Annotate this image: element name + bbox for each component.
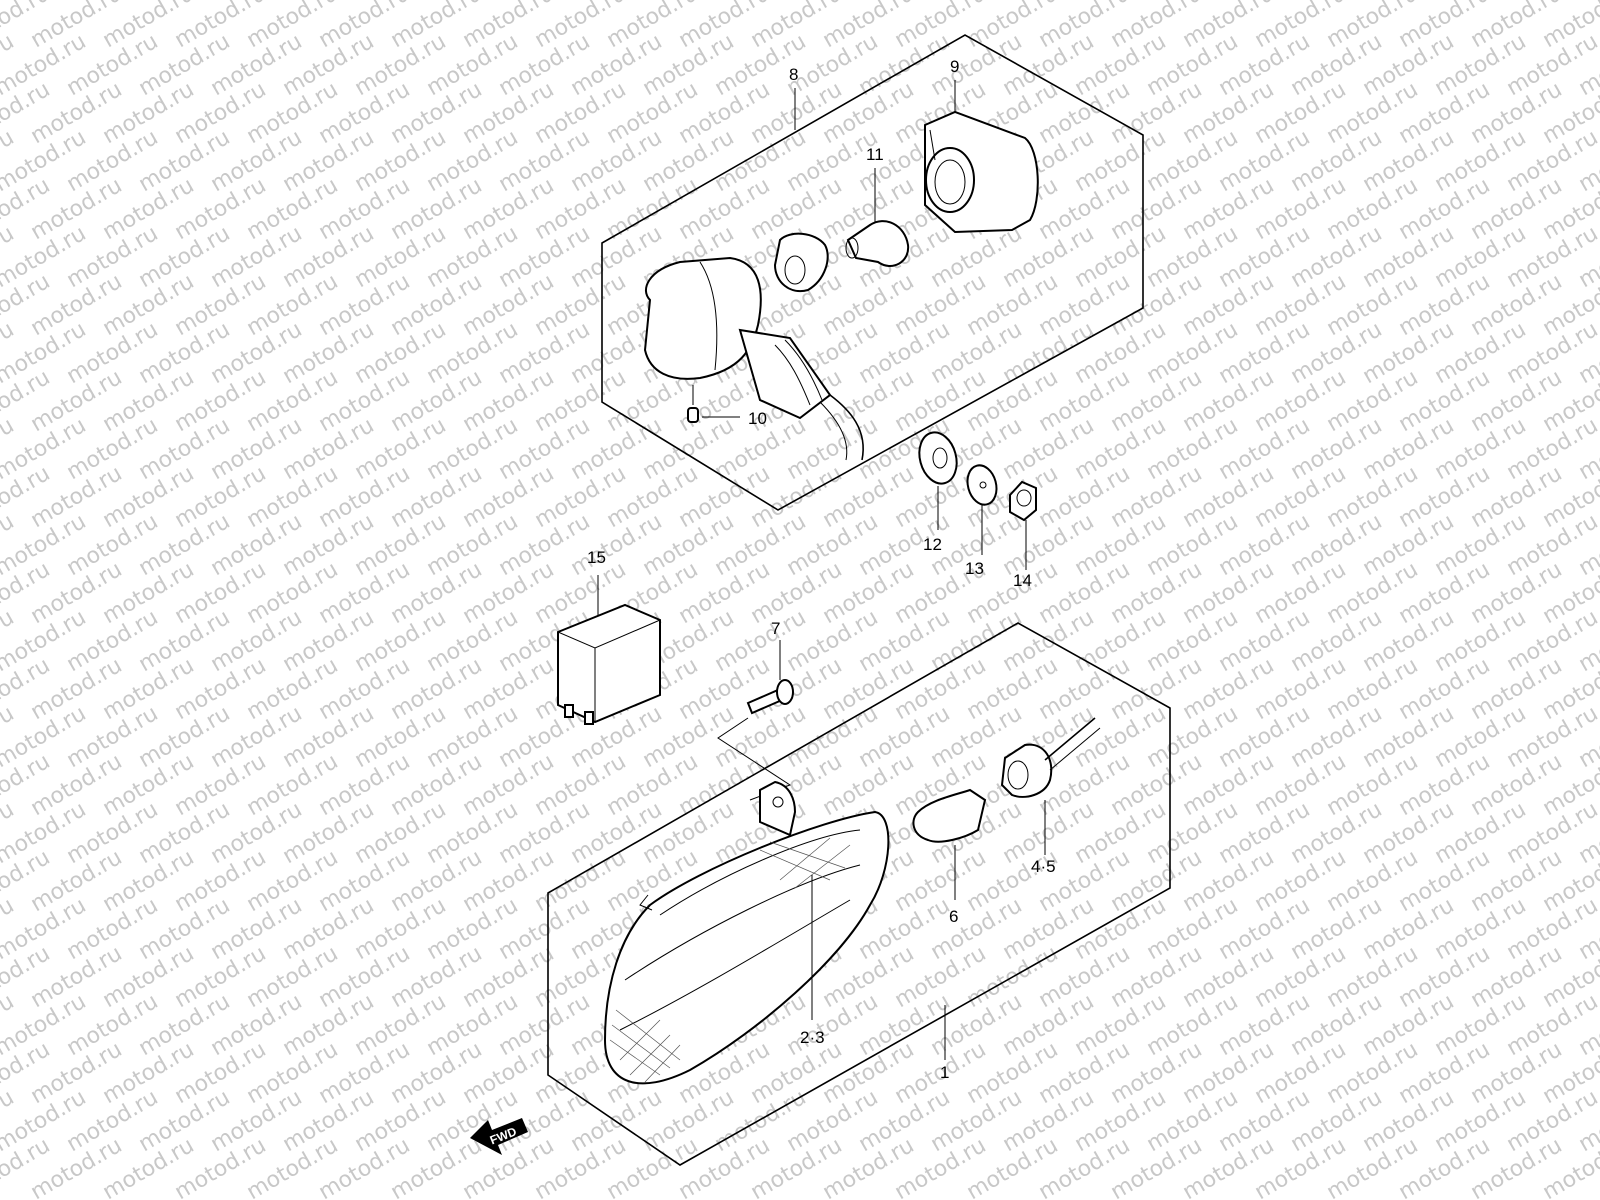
callout-15: 15 <box>587 548 606 567</box>
callout-10: 10 <box>748 409 767 428</box>
callout-9: 9 <box>950 57 959 76</box>
callout-2-3: 2·3 <box>800 1028 825 1047</box>
nut-14 <box>1009 480 1037 570</box>
callout-1: 1 <box>940 1063 949 1082</box>
socket-4-5 <box>1000 717 1101 855</box>
watermark-text: motod.ru <box>1575 0 1600 5</box>
callout-7: 7 <box>771 619 780 638</box>
lens-mesh <box>609 837 851 1083</box>
callout-13: 13 <box>965 559 984 578</box>
relay-15 <box>557 575 661 725</box>
callout-4-5: 4·5 <box>1031 857 1056 876</box>
callout-14: 14 <box>1013 571 1032 590</box>
callout-6: 6 <box>949 907 958 926</box>
callout-12: 12 <box>923 535 942 554</box>
bulb-6 <box>912 788 987 900</box>
front-lens-2-3 <box>603 780 890 1085</box>
rear-signal-housing <box>643 232 864 461</box>
callout-labels: 8 9 11 10 12 13 14 15 7 4·5 6 2·3 1 <box>587 57 1056 1082</box>
callout-8: 8 <box>789 65 798 84</box>
bulb-11 <box>845 220 910 267</box>
screw-10 <box>687 385 740 423</box>
washer-12 <box>918 431 958 530</box>
callout-11: 11 <box>866 145 884 164</box>
washer-13 <box>966 464 998 555</box>
screw-7 <box>746 640 794 715</box>
rear-signal-assembly-box <box>601 34 1144 511</box>
lens-9 <box>924 110 1039 234</box>
front-signal-assembly-box <box>547 622 1171 1166</box>
